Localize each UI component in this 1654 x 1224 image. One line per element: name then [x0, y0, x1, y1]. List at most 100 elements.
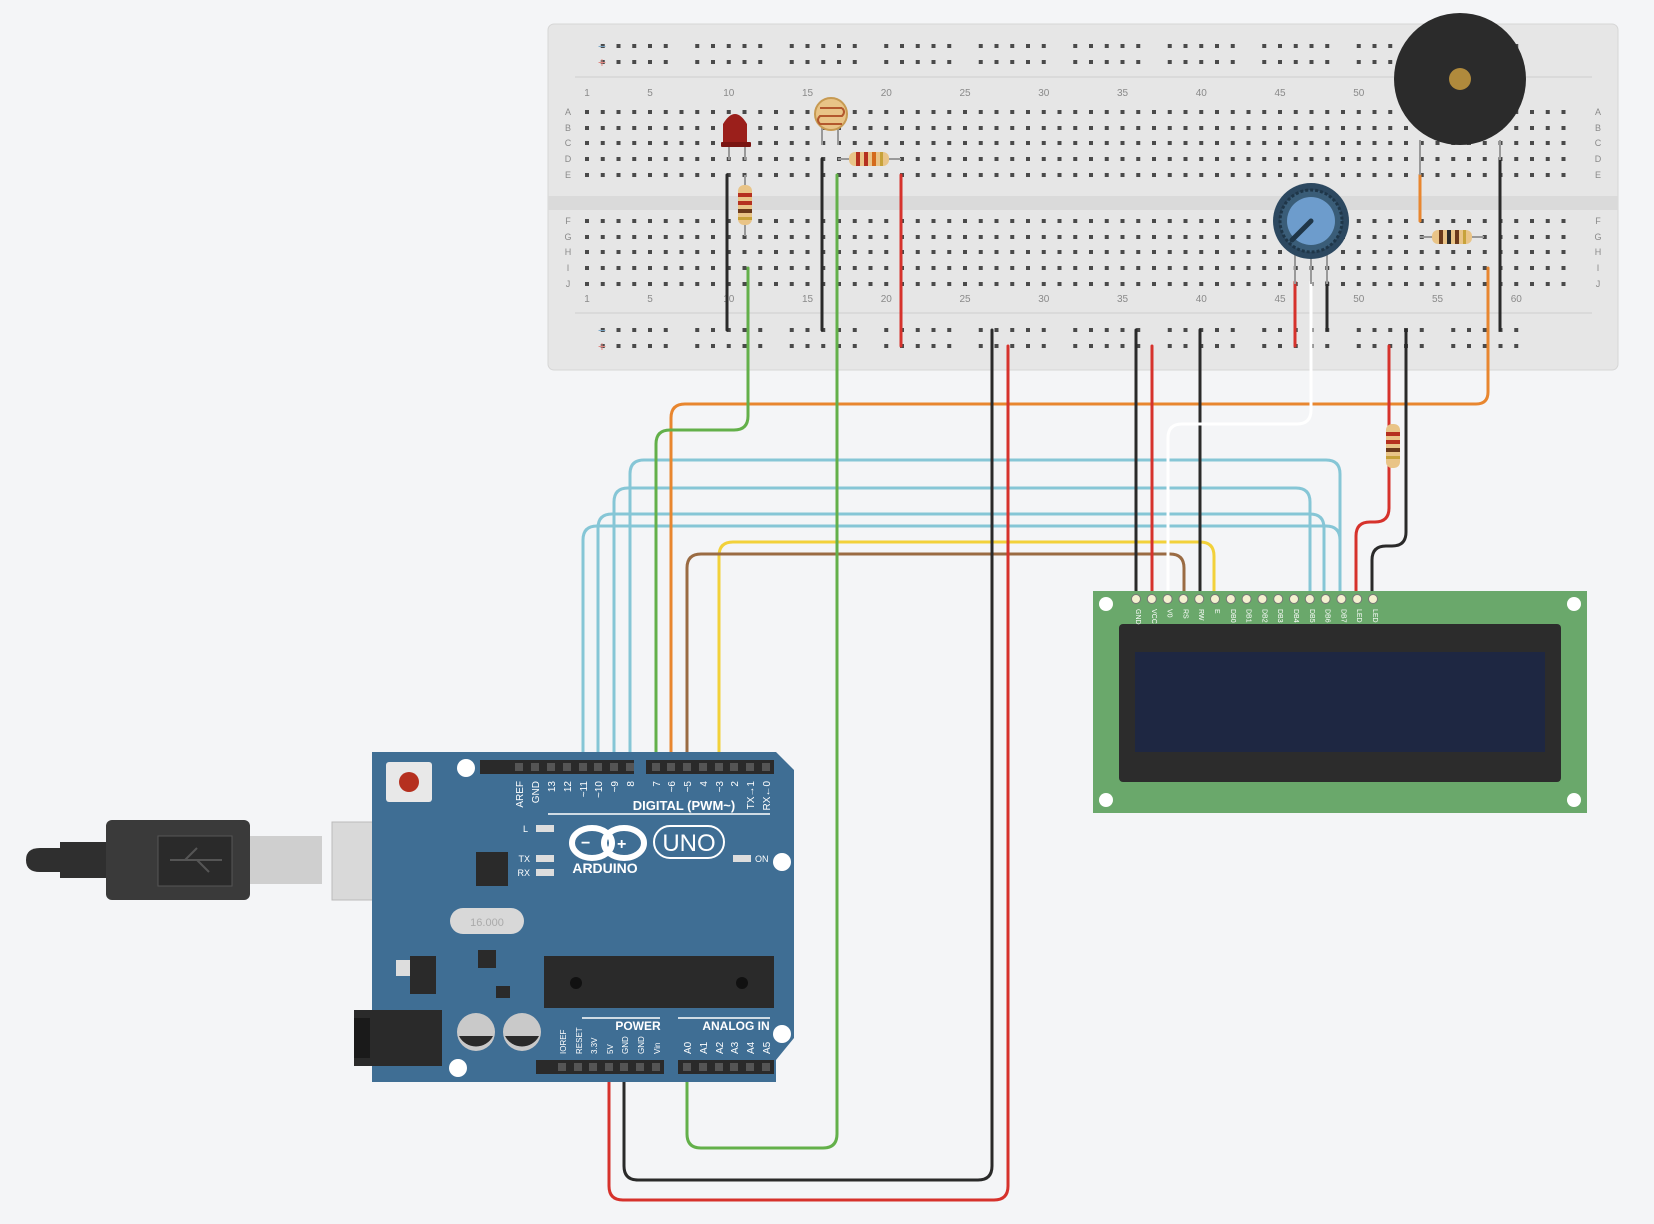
rail-hole[interactable] — [1451, 344, 1456, 348]
wire-gnd-rail[interactable] — [622, 328, 994, 1182]
breadboard-hole[interactable] — [1482, 219, 1487, 223]
rail-hole[interactable] — [1026, 328, 1030, 332]
breadboard-hole[interactable] — [1404, 126, 1408, 130]
rail-hole[interactable] — [1104, 44, 1109, 48]
breadboard-hole[interactable] — [1120, 282, 1125, 286]
rail-hole[interactable] — [1010, 344, 1015, 348]
rail-hole[interactable] — [1136, 44, 1141, 48]
rail-hole[interactable] — [900, 44, 904, 48]
breadboard-hole[interactable] — [978, 250, 983, 254]
breadboard-hole[interactable] — [1419, 266, 1424, 270]
breadboard-hole[interactable] — [1262, 282, 1267, 286]
breadboard-hole[interactable] — [711, 157, 715, 161]
rail-hole[interactable] — [884, 328, 889, 332]
breadboard-hole[interactable] — [963, 219, 967, 223]
breadboard-hole[interactable] — [1152, 266, 1156, 270]
lcd-pin[interactable] — [1146, 594, 1157, 604]
breadboard-hole[interactable] — [1104, 250, 1109, 254]
rail-hole[interactable] — [1026, 344, 1030, 348]
wire-led-anode[interactable] — [1354, 344, 1391, 598]
breadboard-hole[interactable] — [585, 282, 589, 286]
breadboard-hole[interactable] — [931, 126, 936, 130]
lcd-pin[interactable] — [1131, 594, 1141, 604]
rail-hole[interactable] — [915, 44, 920, 48]
breadboard-hole[interactable] — [1246, 173, 1251, 177]
breadboard-hole[interactable] — [632, 235, 637, 239]
breadboard-hole[interactable] — [1230, 235, 1235, 239]
rail-hole[interactable] — [1010, 44, 1015, 48]
breadboard-hole[interactable] — [1089, 173, 1093, 177]
breadboard-hole[interactable] — [884, 126, 889, 130]
rail-hole[interactable] — [695, 44, 700, 48]
breadboard-hole[interactable] — [1404, 173, 1408, 177]
breadboard-hole[interactable] — [1545, 235, 1550, 239]
rail-hole[interactable] — [1388, 44, 1393, 48]
breadboard-hole[interactable] — [868, 282, 873, 286]
breadboard-hole[interactable] — [1010, 126, 1015, 130]
breadboard-hole[interactable] — [1136, 282, 1141, 286]
rail-hole[interactable] — [1372, 60, 1377, 64]
breadboard-hole[interactable] — [1356, 126, 1361, 130]
digital-pin-socket[interactable] — [667, 763, 675, 771]
breadboard-hole[interactable] — [1388, 173, 1393, 177]
breadboard-hole[interactable] — [1120, 126, 1125, 130]
breadboard-hole[interactable] — [1561, 110, 1566, 114]
breadboard-hole[interactable] — [1530, 250, 1534, 254]
breadboard-hole[interactable] — [1104, 235, 1109, 239]
breadboard-hole[interactable] — [1325, 110, 1330, 114]
rail-hole[interactable] — [1356, 328, 1361, 332]
breadboard-hole[interactable] — [1073, 266, 1078, 270]
breadboard-hole[interactable] — [1041, 141, 1046, 145]
breadboard-hole[interactable] — [1482, 282, 1487, 286]
breadboard-hole[interactable] — [1530, 126, 1534, 130]
breadboard-hole[interactable] — [1388, 219, 1393, 223]
breadboard-hole[interactable] — [805, 235, 810, 239]
rail-hole[interactable] — [616, 44, 621, 48]
breadboard-hole[interactable] — [1388, 141, 1393, 145]
breadboard-hole[interactable] — [1372, 141, 1377, 145]
breadboard-hole[interactable] — [852, 141, 857, 145]
rail-hole[interactable] — [742, 60, 747, 64]
breadboard-hole[interactable] — [1356, 110, 1361, 114]
rail-hole[interactable] — [1104, 60, 1109, 64]
breadboard-hole[interactable] — [915, 173, 920, 177]
breadboard-hole[interactable] — [1451, 266, 1456, 270]
breadboard-hole[interactable] — [1136, 126, 1141, 130]
breadboard-hole[interactable] — [1293, 173, 1298, 177]
bottom-pin-socket[interactable] — [699, 1063, 707, 1071]
breadboard-hole[interactable] — [1010, 173, 1015, 177]
rail-hole[interactable] — [1026, 44, 1030, 48]
lcd-pin[interactable] — [1178, 594, 1189, 604]
breadboard-hole[interactable] — [600, 157, 605, 161]
breadboard-hole[interactable] — [805, 126, 810, 130]
digital-pin-socket[interactable] — [579, 763, 587, 771]
breadboard-hole[interactable] — [1010, 141, 1015, 145]
lcd-pin[interactable] — [1368, 594, 1378, 604]
breadboard-hole[interactable] — [852, 266, 857, 270]
breadboard-hole[interactable] — [648, 235, 652, 239]
breadboard-hole[interactable] — [663, 110, 668, 114]
digital-pin-socket[interactable] — [715, 763, 723, 771]
breadboard-hole[interactable] — [616, 173, 621, 177]
breadboard-hole[interactable] — [868, 141, 873, 145]
breadboard-hole[interactable] — [805, 110, 810, 114]
digital-pin-socket[interactable] — [563, 763, 571, 771]
rail-hole[interactable] — [1120, 44, 1125, 48]
breadboard-hole[interactable] — [805, 282, 810, 286]
rail-hole[interactable] — [852, 328, 857, 332]
breadboard-hole[interactable] — [758, 219, 763, 223]
rail-hole[interactable] — [1278, 344, 1282, 348]
breadboard-hole[interactable] — [1010, 157, 1015, 161]
breadboard-hole[interactable] — [774, 282, 778, 286]
breadboard-hole[interactable] — [1230, 219, 1235, 223]
breadboard-hole[interactable] — [931, 141, 936, 145]
breadboard-hole[interactable] — [884, 219, 889, 223]
breadboard-hole[interactable] — [1404, 282, 1408, 286]
rail-hole[interactable] — [1215, 44, 1219, 48]
rail-hole[interactable] — [663, 328, 668, 332]
breadboard-hole[interactable] — [663, 141, 668, 145]
breadboard-hole[interactable] — [679, 157, 684, 161]
rail-hole[interactable] — [1230, 344, 1235, 348]
breadboard-hole[interactable] — [1010, 235, 1015, 239]
